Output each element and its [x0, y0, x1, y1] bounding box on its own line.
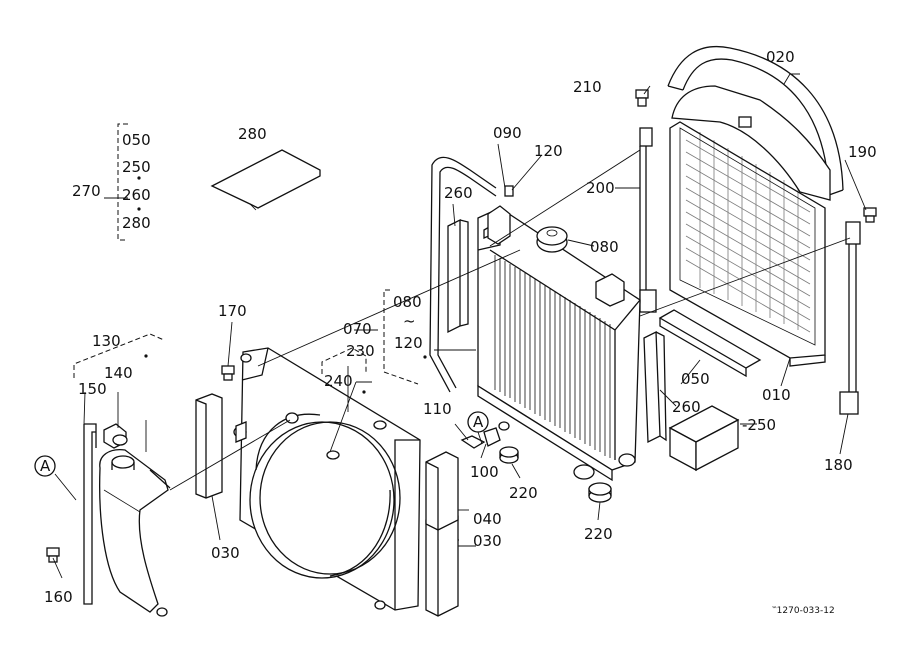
label-120-range: 120: [394, 334, 423, 352]
sponge-260-right: [643, 330, 667, 444]
label-080-cap: 080: [590, 238, 619, 256]
label-group-050: 050: [122, 131, 151, 149]
label-100: 100: [470, 463, 499, 481]
label-220-left: 220: [509, 484, 538, 502]
ref-a-right-letter: A: [473, 413, 484, 431]
label-sheet-280: [210, 149, 321, 211]
sponge-040: [425, 451, 459, 531]
reserve-tank-part: [99, 449, 171, 617]
reference-marker-a-left: [34, 455, 56, 477]
label-180: 180: [824, 456, 853, 474]
label-110: 110: [423, 400, 452, 418]
sponge-050: [658, 309, 762, 378]
fan-shroud-part: [233, 347, 421, 611]
top-cover-part: [667, 46, 844, 201]
label-030-right: 030: [473, 532, 502, 550]
label-170: 170: [218, 302, 247, 320]
sponge-250: [668, 405, 740, 472]
sponge-030-left: [195, 393, 223, 499]
label-270: 270: [72, 182, 101, 200]
label-020: 020: [766, 48, 795, 66]
label-tilde: ~: [403, 312, 416, 330]
tank-hose-part: [83, 423, 97, 605]
reference-marker-a-right: [467, 411, 489, 433]
ref-a-left-letter: A: [40, 457, 51, 475]
radiator-cap-part: [536, 226, 568, 253]
label-030-left: 030: [211, 544, 240, 562]
hose-clamp-120: [504, 185, 514, 197]
overflow-hose-part: [429, 156, 497, 393]
group-brackets: [73, 123, 427, 394]
label-280: 280: [238, 125, 267, 143]
label-210: 210: [573, 78, 602, 96]
label-250: -250: [742, 416, 776, 434]
label-080-range: 080: [393, 293, 422, 311]
label-010: 010: [762, 386, 791, 404]
label-260-left: 260: [444, 184, 473, 202]
bolt-160: [46, 547, 60, 563]
label-240: 240: [324, 372, 353, 390]
label-group-280: 280: [122, 214, 151, 232]
label-190: 190: [848, 143, 877, 161]
label-260-right: 260: [672, 398, 701, 416]
label-group-260: 260: [122, 186, 151, 204]
label-130: 130: [92, 332, 121, 350]
label-200: 200: [586, 179, 615, 197]
cushion-220-b: [588, 482, 612, 503]
label-050: 050: [681, 370, 710, 388]
cushion-220-a: [499, 446, 519, 464]
label-group-250: 250: [122, 158, 151, 176]
label-160: 160: [44, 588, 73, 606]
leader-lines: [52, 73, 867, 579]
tank-cap-part: [103, 423, 128, 449]
drawing-code: ‷1270-033-12: [772, 606, 835, 616]
rear-screen-part: [669, 121, 826, 367]
label-150: 150: [78, 380, 107, 398]
radiator-core-part: [477, 205, 641, 482]
bolt-190: [863, 207, 877, 223]
left-stay-part: [639, 127, 657, 313]
label-090: 090: [493, 124, 522, 142]
label-230: 230: [346, 342, 375, 360]
right-stay-part: [839, 221, 861, 415]
label-220-right: 220: [584, 525, 613, 543]
label-120-top: 120: [534, 142, 563, 160]
bolt-210: [635, 89, 649, 107]
bolt-170: [221, 365, 235, 381]
sponge-260-left: [447, 218, 469, 334]
label-070: 070: [343, 320, 372, 338]
label-040: 040: [473, 510, 502, 528]
label-140: 140: [104, 364, 133, 382]
